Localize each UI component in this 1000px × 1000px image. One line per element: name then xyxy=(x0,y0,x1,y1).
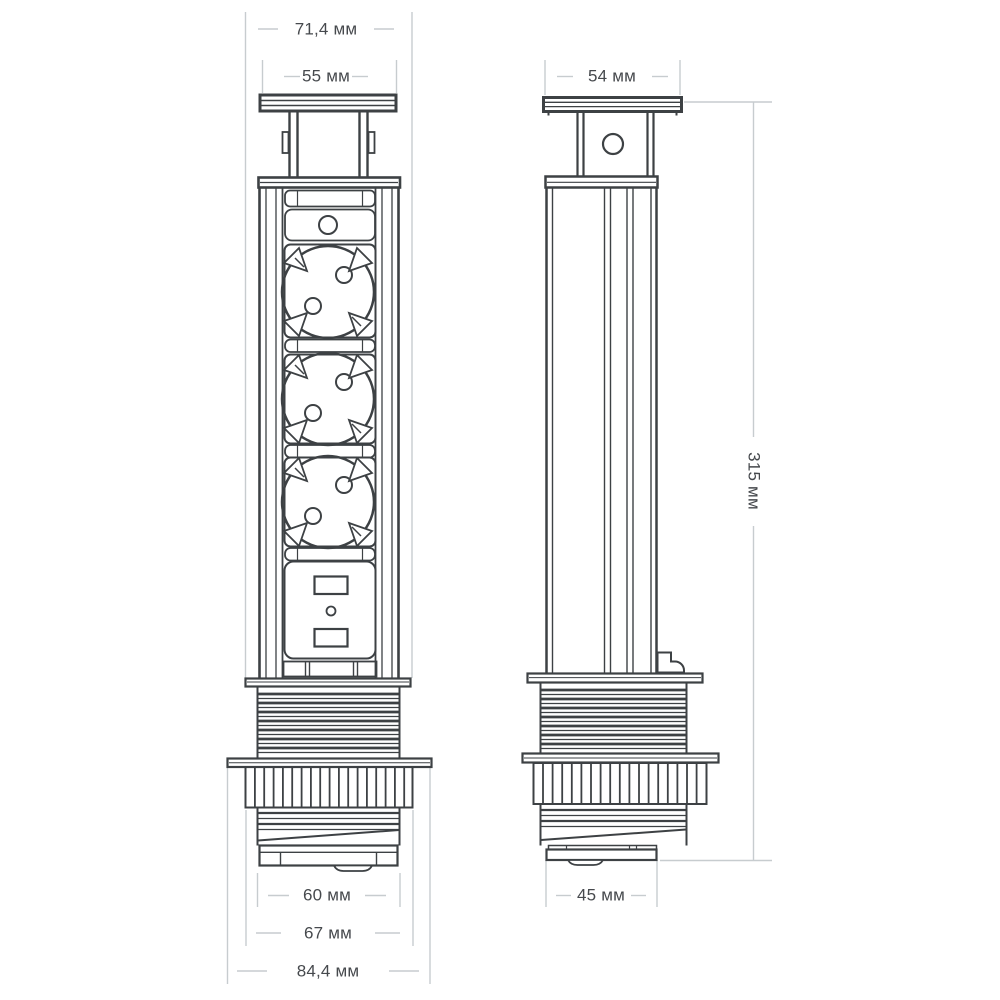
side-body-column xyxy=(544,175,685,674)
front-body-frame xyxy=(257,176,402,678)
front-bottom-notch xyxy=(332,864,374,872)
dim-label-front-thread-width: 60 мм xyxy=(302,885,352,905)
front-knurled-ring xyxy=(244,766,414,809)
dim-label-side-bottom-width: 45 мм xyxy=(576,885,626,905)
front-blank-module xyxy=(284,189,376,208)
usb-slot-bottom xyxy=(313,627,349,648)
front-top-cap xyxy=(258,93,398,113)
front-stem-tab-left xyxy=(281,131,290,154)
dim-label-front-cap-width: 55 мм xyxy=(301,66,351,86)
front-usb-module xyxy=(283,560,377,660)
socket-3-pin-hole xyxy=(304,507,322,525)
side-bottom-notch xyxy=(566,859,605,866)
side-thread-upper xyxy=(539,682,688,753)
front-base-strip xyxy=(282,660,378,678)
front-divider xyxy=(284,338,376,353)
side-view xyxy=(521,96,720,866)
front-nut-ring xyxy=(226,757,433,769)
dim-label-front-ring-width: 67 мм xyxy=(303,923,353,943)
switch-button xyxy=(318,215,338,235)
schuko-socket-2 xyxy=(280,351,377,447)
side-latch xyxy=(656,651,685,674)
side-stem-hole xyxy=(601,132,625,156)
dim-label-front-outer-width: 71,4 мм xyxy=(294,19,358,39)
front-thread-upper xyxy=(256,687,401,758)
side-knurled-ring xyxy=(532,762,708,805)
usb-slot-top xyxy=(313,575,349,596)
dim-label-side-cap-width: 54 мм xyxy=(587,66,637,86)
front-stem-tab-right xyxy=(367,131,376,154)
side-stem xyxy=(576,111,655,177)
side-top-cap xyxy=(542,96,683,116)
front-switch-module xyxy=(284,208,376,242)
side-bottom-cap xyxy=(545,844,658,866)
schuko-socket-1 xyxy=(280,243,377,340)
front-thread-lower xyxy=(256,807,401,846)
side-thread-lower xyxy=(539,804,688,846)
front-flange xyxy=(244,677,412,688)
socket-1-pin-hole xyxy=(304,297,322,315)
socket-2-pin-hole xyxy=(304,404,322,422)
usb-led xyxy=(325,605,337,617)
front-bottom-cap xyxy=(258,844,399,872)
side-flange xyxy=(526,672,704,684)
dim-label-side-total-height: 315 мм xyxy=(744,452,764,510)
front-divider xyxy=(284,547,376,562)
side-nut-ring xyxy=(521,752,720,764)
dimension-lines xyxy=(226,12,772,984)
socket-3-pin-hole xyxy=(335,476,353,494)
socket-1-pin-hole xyxy=(335,266,353,284)
schuko-socket-3 xyxy=(280,454,377,550)
socket-2-pin-hole xyxy=(335,373,353,391)
front-view xyxy=(226,93,433,872)
front-lift-stems xyxy=(281,111,376,177)
dim-label-front-base-width: 84,4 мм xyxy=(296,961,360,981)
